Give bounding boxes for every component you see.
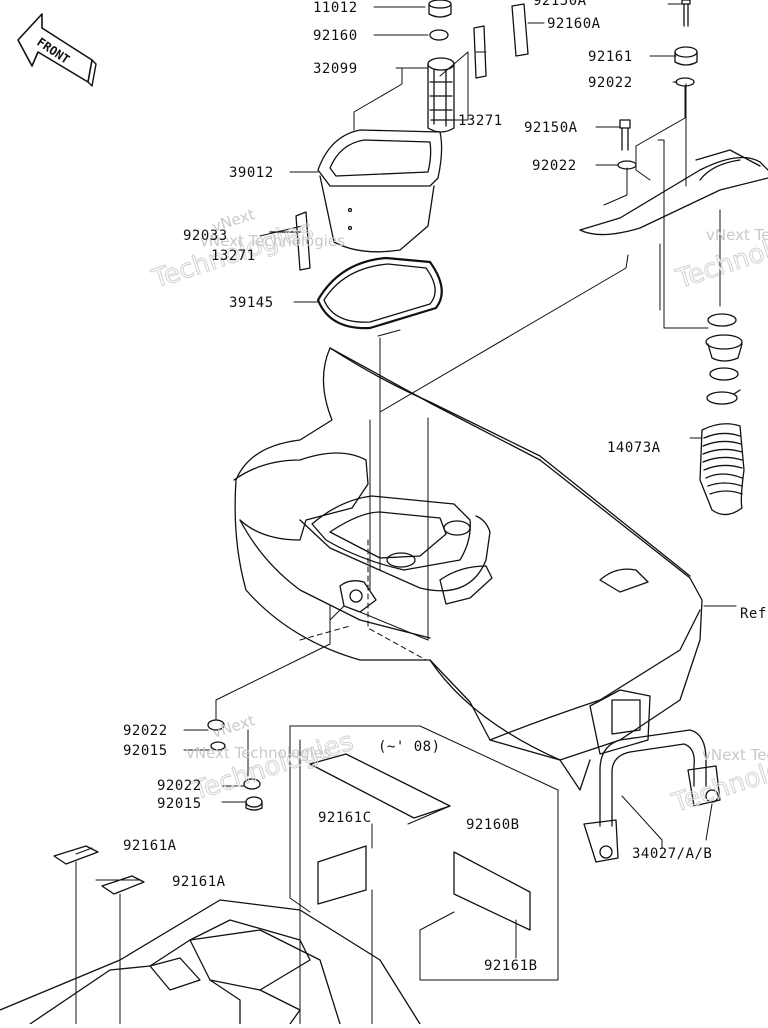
oring-92160-shape <box>429 29 449 41</box>
bolt-92150A-mid-shape <box>619 119 631 151</box>
part-label-34027: 34027/A/B <box>632 846 712 862</box>
part-labels: 92150A 11012 92160A 92160 92161 32099 92… <box>123 0 767 974</box>
part-label-92150A-top: 92150A <box>533 0 587 9</box>
hull-body-shape <box>233 347 703 791</box>
hose-14073A-shape <box>699 423 745 516</box>
nut-92015-b-shape <box>245 796 263 811</box>
decal-92161C-shape <box>317 845 367 905</box>
part-label-92160B: 92160B <box>466 817 520 833</box>
watermark-inline-d: vNext Technologies <box>702 746 768 764</box>
hidden-lines <box>299 419 427 661</box>
grab-handle-shape <box>579 149 768 236</box>
gasket-39145-shape <box>316 256 443 330</box>
watermark-inline-a: vNext Technologies <box>200 232 345 250</box>
decal-92161A-a-shape <box>53 845 99 865</box>
washer-92022-d-shape <box>243 778 261 790</box>
lower-deck-shape <box>0 899 421 1025</box>
strip-13271-top-shape <box>473 25 487 79</box>
part-label-92160A: 92160A <box>547 16 601 32</box>
pad-92160A-shape <box>511 3 529 57</box>
part-label-11012: 11012 <box>313 0 358 16</box>
clamp-right-shape <box>706 389 741 405</box>
nut-92015-a-shape <box>210 741 226 751</box>
part-label-92160: 92160 <box>313 28 358 44</box>
part-label-92150A-mid: 92150A <box>524 120 578 136</box>
boarding-ladder-34027-shape <box>583 729 721 863</box>
cap-11012-shape <box>428 0 452 18</box>
watermark-line1-c: vNext <box>210 711 257 742</box>
mount-92161-shape <box>674 46 698 66</box>
part-label-92015-a: 92015 <box>123 743 168 759</box>
part-label-92033: 92033 <box>183 228 228 244</box>
part-label-92161A-b: 92161A <box>172 874 226 890</box>
part-label-13271-b: 13271 <box>211 248 256 264</box>
part-label-13271-a: 13271 <box>458 113 503 129</box>
part-label-92022-d: 92022 <box>157 778 202 794</box>
part-label-92022-b: 92022 <box>532 158 577 174</box>
watermark-inline-c: vNext Technologies <box>186 744 331 762</box>
part-label-92022-a: 92022 <box>588 75 633 91</box>
flange-right-shape <box>705 334 743 362</box>
decal-92161A-b-shape <box>101 875 145 895</box>
bolt-92150A-top-shape <box>681 0 691 27</box>
part-label-32099: 32099 <box>313 61 358 77</box>
ref-label: Ref <box>740 606 767 622</box>
leader-lines <box>75 3 737 1025</box>
tube-32099-shape <box>427 57 455 133</box>
part-label-92015-b: 92015 <box>157 796 202 812</box>
front-arrow-icon <box>17 13 97 87</box>
date-note: (~' 08) <box>378 739 441 755</box>
part-label-92161A-a: 92161A <box>123 838 177 854</box>
part-label-39012: 39012 <box>229 165 274 181</box>
ring-right-b-shape <box>709 367 739 381</box>
decal-92161B-shape <box>453 851 531 931</box>
part-label-92161: 92161 <box>588 49 633 65</box>
decal-92160B-shape <box>309 753 451 819</box>
part-label-14073A: 14073A <box>607 440 661 456</box>
part-label-92161C: 92161C <box>318 810 372 826</box>
part-label-92161B: 92161B <box>484 958 538 974</box>
part-label-39145: 39145 <box>229 295 274 311</box>
part-label-92022-c: 92022 <box>123 723 168 739</box>
ring-right-a-shape <box>707 313 737 327</box>
washer-92022-a-shape <box>675 77 695 87</box>
watermark-inline-b: vNext Technologies <box>706 226 768 244</box>
storage-box-39012-shape <box>317 129 443 253</box>
